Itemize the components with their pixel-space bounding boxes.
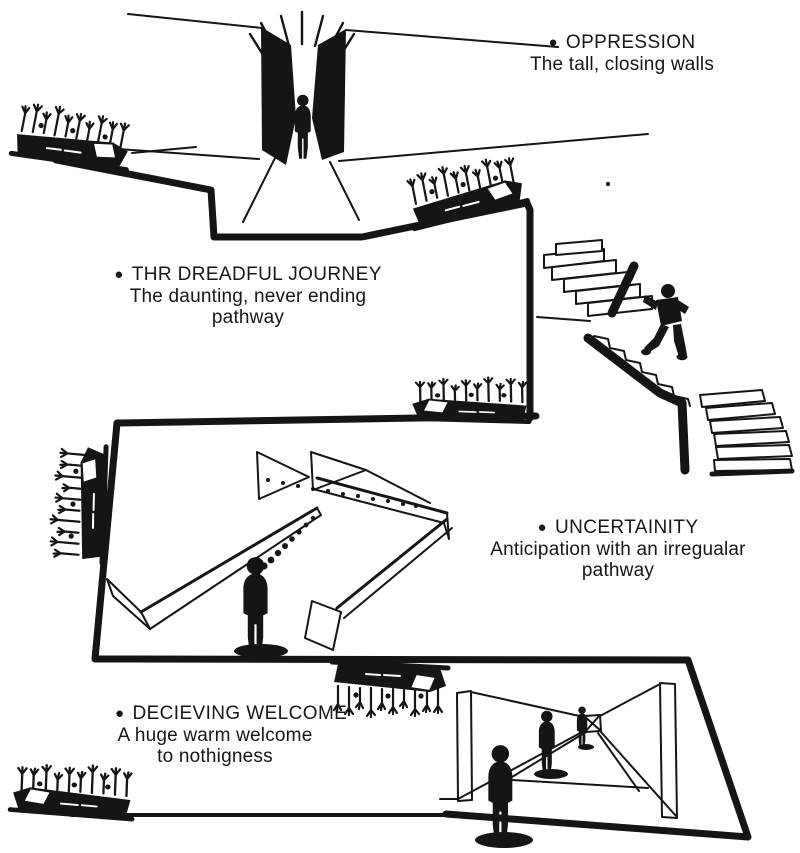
walking-figure-mid bbox=[538, 709, 556, 776]
wall-top-edge-right bbox=[345, 29, 559, 48]
walking-figure-near bbox=[487, 744, 514, 844]
stage-dreadful-journey: ●THR DREADFUL JOURNEY The daunting, neve… bbox=[108, 264, 388, 329]
wall-top-edge-left bbox=[127, 13, 263, 29]
path-edge-right bbox=[329, 161, 360, 221]
scene-oppression bbox=[117, 10, 649, 223]
stage-title: ●UNCERTAINITY bbox=[537, 517, 699, 538]
stage-oppression: ●OPPRESSION The tall, closing walls bbox=[517, 32, 727, 75]
stage-subtitle: A huge warm welcome to nothigness bbox=[117, 725, 313, 768]
stair-base-line bbox=[536, 316, 591, 322]
stage-title: ●DECIEVING WELCOME bbox=[115, 703, 348, 724]
refugee-crowd-left-band bbox=[47, 443, 112, 563]
corridor-post-right bbox=[659, 682, 678, 819]
wall-end-face bbox=[304, 600, 342, 651]
stage-title: ●THR DREADFUL JOURNEY bbox=[114, 264, 382, 285]
walking-figure-far bbox=[576, 705, 588, 749]
stage-subtitle: Anticipation with an irregualar pathway bbox=[490, 539, 746, 582]
scene-maze bbox=[70, 412, 752, 841]
shore-line bbox=[131, 146, 197, 154]
stray-mark bbox=[606, 182, 610, 186]
corridor-post-left bbox=[456, 690, 473, 802]
closing-wall-left bbox=[261, 27, 296, 165]
stage-title: ●OPPRESSION bbox=[548, 32, 696, 53]
wall-end-face bbox=[106, 578, 151, 630]
upper-stair-flight bbox=[543, 239, 653, 317]
closing-wall-right bbox=[312, 29, 346, 160]
bullet-icon: ● bbox=[537, 519, 547, 536]
stair-rail-lower bbox=[583, 333, 690, 475]
bullet-icon: ● bbox=[114, 266, 124, 283]
lower-stair-flight bbox=[699, 389, 793, 472]
refugee-boat-upper-right bbox=[404, 152, 528, 228]
path-edge-left bbox=[242, 119, 295, 223]
refugee-crowd-maze-top bbox=[410, 377, 529, 424]
climbing-figure bbox=[641, 284, 689, 361]
stage-subtitle: The tall, closing walls bbox=[529, 54, 715, 75]
figure-shadow bbox=[534, 769, 568, 779]
refugee-boat-top-left bbox=[11, 99, 135, 175]
refugee-crowd-hanging bbox=[332, 662, 448, 717]
stage-uncertainity: ●UNCERTAINITY Anticipation with an irreg… bbox=[468, 517, 768, 582]
plaza-outline bbox=[91, 412, 752, 841]
wall-base-right bbox=[338, 133, 649, 162]
scene-stairs bbox=[536, 239, 795, 477]
stage-subtitle: The daunting, never ending pathway bbox=[129, 286, 367, 329]
figure-shadow bbox=[578, 744, 594, 750]
scene-corridor bbox=[439, 682, 678, 848]
refugee-boat-bottom-left bbox=[10, 763, 134, 819]
bullet-icon: ● bbox=[548, 34, 558, 51]
stage-decieving-welcome: ●DECIEVING WELCOME A huge warm welcome t… bbox=[115, 703, 348, 768]
bullet-icon: ● bbox=[115, 705, 125, 722]
figure-between-walls bbox=[294, 94, 312, 160]
stair-rail-upper bbox=[607, 261, 639, 318]
maze-walls bbox=[106, 451, 453, 651]
wandering-figure bbox=[242, 555, 269, 657]
lower-stair-base bbox=[709, 468, 795, 477]
chevron-wall bbox=[256, 451, 310, 500]
wall-base-left bbox=[117, 148, 260, 160]
journey-path-upper bbox=[52, 156, 534, 422]
